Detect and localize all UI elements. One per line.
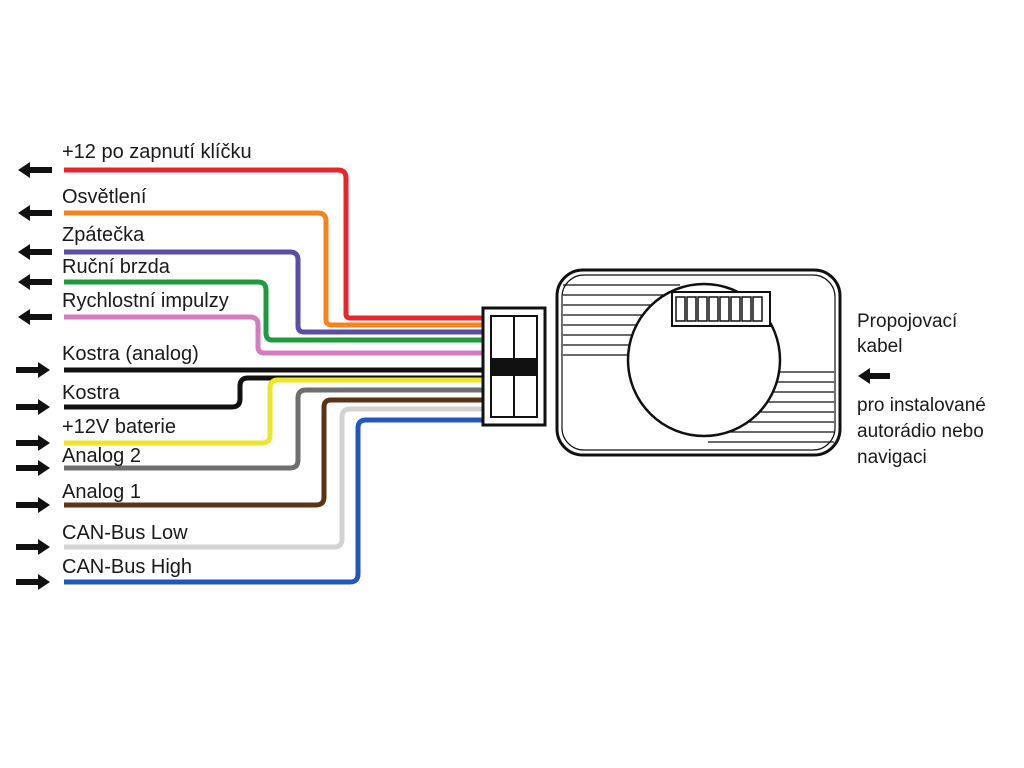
cable-label-line4: autorádio nebo: [857, 421, 984, 442]
wire-10: [64, 406, 486, 550]
cable-description: Propojovací kabel pro instalované autorá…: [857, 311, 986, 468]
wire-bundle: [64, 167, 486, 585]
arrow-right-icon: [16, 539, 50, 555]
wire-label: Osvětlení: [62, 186, 147, 208]
wire-label: Analog 1: [62, 481, 141, 503]
wire-label: Ruční brzda: [62, 256, 171, 278]
arrow-left-icon: [18, 244, 52, 260]
wire-9: [64, 397, 486, 508]
wire-label: Zpátečka: [62, 224, 145, 246]
wire-2: [64, 249, 486, 335]
cable-label-line2: kabel: [857, 336, 902, 357]
wire-7: [64, 377, 486, 446]
wire-label: Rychlostní impulzy: [62, 290, 229, 312]
arrow-left-icon: [18, 205, 52, 221]
arrow-left-icon: [18, 162, 52, 178]
arrow-left-icon: [18, 309, 52, 325]
cable-label-line1: Propojovací: [857, 311, 958, 332]
wire-0: [64, 167, 486, 321]
arrow-right-icon: [16, 435, 50, 451]
wire-label: Analog 2: [62, 445, 141, 467]
arrow-right-icon: [16, 574, 50, 590]
wire-label: CAN-Bus Low: [62, 522, 188, 544]
wire-label: CAN-Bus High: [62, 556, 192, 578]
wire-3: [64, 279, 486, 343]
wire-8: [64, 387, 486, 471]
arrow-right-icon: [16, 497, 50, 513]
wire-label: +12V baterie: [62, 416, 176, 438]
wire-label: +12 po zapnutí klíčku: [62, 141, 252, 163]
wire-6: [64, 375, 486, 410]
arrow-right-icon: [16, 362, 50, 378]
wire-1: [64, 210, 486, 328]
wire-4: [64, 314, 486, 356]
arrow-right-icon: [16, 399, 50, 415]
arrow-left-icon: [18, 274, 52, 290]
cable-label-line5: navigaci: [857, 447, 927, 468]
wire-connector: [481, 306, 547, 427]
interface-module: [555, 268, 842, 457]
wire-label: Kostra: [62, 382, 121, 404]
arrow-left-icon: [858, 368, 890, 384]
wire-11: [64, 417, 486, 585]
arrow-right-icon: [16, 460, 50, 476]
cable-label-line3: pro instalované: [857, 395, 986, 416]
direction-arrows: [16, 162, 52, 590]
wire-labels: +12 po zapnutí klíčku Osvětlení Zpátečka…: [62, 141, 252, 578]
wire-label: Kostra (analog): [62, 343, 199, 365]
